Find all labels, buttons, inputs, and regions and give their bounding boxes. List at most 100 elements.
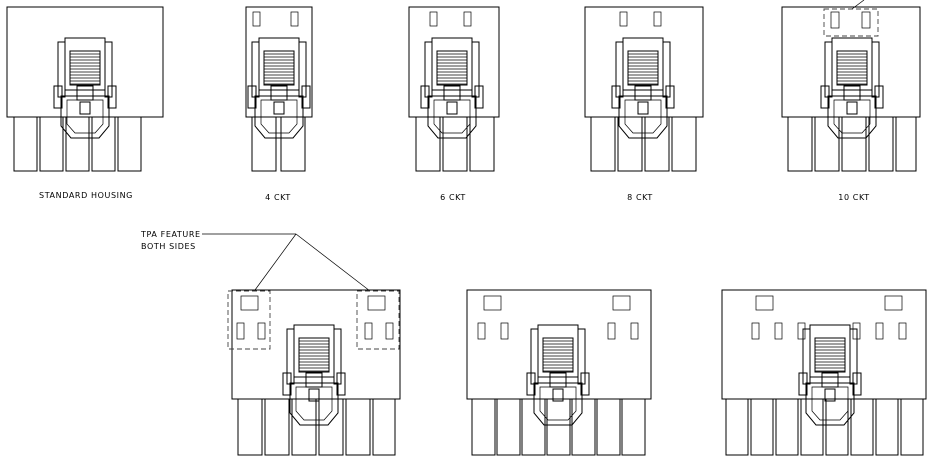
latch-lever-inner	[624, 99, 662, 134]
latch-frame	[537, 324, 579, 378]
latch-lever-inner	[811, 386, 849, 421]
cavity-slot	[500, 322, 509, 340]
latch-rib-left	[798, 372, 808, 396]
latch-assembly	[820, 37, 884, 139]
pin-row	[725, 398, 924, 456]
cavity-slot	[607, 322, 616, 340]
latch-lock-tab	[824, 388, 836, 402]
pin-row	[471, 398, 646, 456]
pin-row	[251, 116, 306, 172]
tpa-leader-line	[851, 0, 865, 10]
latch-lock-tab	[79, 101, 91, 115]
latch-lock-nub	[843, 85, 861, 101]
label-8-ckt: 8 CKT	[627, 193, 653, 202]
latch-rib-left	[53, 85, 63, 109]
housing-body	[721, 289, 927, 400]
latch-lever-inner	[66, 99, 104, 134]
tpa-window	[755, 295, 774, 311]
latch-rib-right	[874, 85, 884, 109]
latch-assembly	[282, 324, 346, 426]
latch-lever-inner	[833, 99, 871, 134]
cavity-slot	[653, 11, 662, 27]
callout-leader-left	[254, 233, 297, 291]
latch-frame	[831, 37, 873, 91]
cavity-slot	[751, 322, 760, 340]
latch-rib-right	[301, 85, 311, 109]
cavity-slot	[364, 322, 373, 340]
latch-frame	[622, 37, 664, 91]
tpa-feature-callout: TPA FEATURE BOTH SIDES	[140, 230, 371, 292]
housing-4ckt	[245, 6, 313, 172]
cavity-slot	[252, 11, 261, 27]
latch-lever	[427, 95, 477, 139]
latch-lock-tab	[308, 388, 320, 402]
latch-assembly	[526, 324, 590, 426]
tpa-window	[483, 295, 502, 311]
label-6-ckt: 6 CKT	[440, 193, 466, 202]
tpa-callout-box	[823, 8, 879, 37]
latch-assembly	[53, 37, 117, 139]
cavity-slot	[477, 322, 486, 340]
pin-row	[787, 116, 917, 172]
tpa-window	[240, 295, 259, 311]
cavity-slot	[429, 11, 438, 27]
housing-14ckt	[466, 289, 652, 456]
latch-lock-nub	[270, 85, 288, 101]
latch-lever	[533, 382, 583, 426]
housing-8ckt	[584, 6, 704, 172]
latch-rib-left	[820, 85, 830, 109]
latch-rib-left	[611, 85, 621, 109]
housing-body	[584, 6, 704, 118]
latch-lever-inner	[433, 99, 471, 134]
callout-line-1: TPA FEATURE	[140, 230, 201, 239]
latch-lock-tab	[552, 388, 564, 402]
cavity-slot	[290, 11, 299, 27]
latch-lock-tab	[273, 101, 285, 115]
latch-grip	[298, 337, 330, 373]
callout-line-2: BOTH SIDES	[141, 242, 196, 251]
latch-lock-nub	[549, 372, 567, 388]
latch-assembly	[611, 37, 675, 139]
latch-grip	[436, 50, 468, 86]
latch-frame	[431, 37, 473, 91]
latch-rib-left	[282, 372, 292, 396]
latch-lock-tab	[446, 101, 458, 115]
label-4-ckt: 4 CKT	[265, 193, 291, 202]
latch-grip	[814, 337, 846, 373]
tpa-callout-box	[356, 290, 400, 350]
latch-lever-inner	[539, 386, 577, 421]
cavity-slot	[630, 322, 639, 340]
latch-rib-right	[665, 85, 675, 109]
tpa-window	[884, 295, 903, 311]
latch-lock-nub	[634, 85, 652, 101]
housing-16ckt	[721, 289, 927, 456]
cavity-slot	[385, 322, 394, 340]
pin-row	[13, 116, 142, 172]
latch-lock-nub	[821, 372, 839, 388]
housing-body	[245, 6, 313, 118]
latch-lever	[254, 95, 304, 139]
latch-lever-inner	[295, 386, 333, 421]
latch-lock-nub	[76, 85, 94, 101]
latch-lock-tab	[637, 101, 649, 115]
latch-assembly	[247, 37, 311, 139]
latch-lock-tab	[846, 101, 858, 115]
latch-rib-right	[852, 372, 862, 396]
latch-lever-inner	[260, 99, 298, 134]
latch-lever	[805, 382, 855, 426]
callout-leader-right	[295, 233, 371, 292]
latch-rib-left	[420, 85, 430, 109]
pin-row	[237, 398, 396, 456]
tpa-window	[367, 295, 386, 311]
housing-12ckt	[227, 289, 401, 456]
latch-rib-right	[336, 372, 346, 396]
latch-grip	[836, 50, 868, 86]
cavity-slot	[257, 322, 266, 340]
latch-lock-nub	[305, 372, 323, 388]
latch-frame	[809, 324, 851, 378]
latch-rib-right	[580, 372, 590, 396]
cavity-slot	[797, 322, 806, 340]
latch-grip	[263, 50, 295, 86]
latch-assembly	[420, 37, 484, 139]
